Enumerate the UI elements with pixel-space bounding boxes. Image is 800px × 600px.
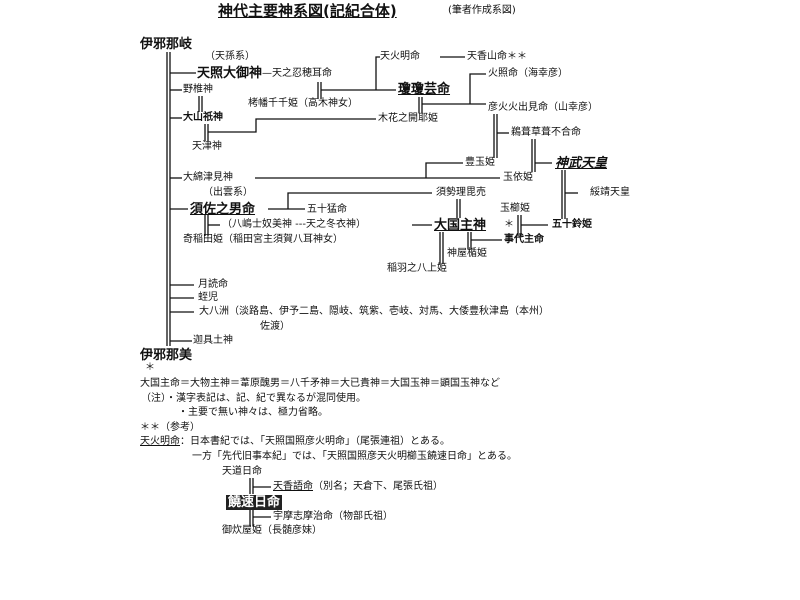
reference-header: ＊＊（参考） (140, 422, 200, 433)
honoakari: 天火明命 (380, 51, 420, 62)
watatsumi: 大綿津見神 (183, 172, 233, 183)
amatsukami: 天津神 (192, 141, 222, 152)
isotakeru: 五十猛命 (307, 204, 347, 215)
hohodemi: 彦火火出見命（山幸彦） (488, 102, 598, 113)
kushinada: 奇稲田姫（稲田宮主須賀八耳神女） (183, 234, 343, 245)
okuninushi: 大国主神 (434, 218, 487, 233)
notes-star: ＊ (145, 362, 155, 373)
susanoo: 須佐之男命 (190, 202, 256, 217)
hoderi: 火照命（海幸彦） (488, 68, 568, 79)
nozuchi: 野椎神 (183, 84, 213, 95)
kamuyatate: 神屋楯姫 (447, 248, 487, 259)
yashima: （八嶋士奴美神 ---天之冬衣神） (222, 219, 367, 230)
sado: 佐渡） (260, 321, 290, 332)
tamayori: 玉依姫 (503, 172, 533, 183)
amanokago: 天香語命 (273, 481, 313, 492)
amaterasu: 天照大御神 (197, 66, 263, 81)
ninigi: 瓊瓊芸命 (398, 82, 451, 97)
mikashikiya: 御炊屋姫（長髄彦妹） (222, 525, 322, 536)
tamakushi: 玉櫛姫 (500, 203, 530, 214)
izanagi: 伊邪那岐 (140, 37, 193, 52)
kotoshiro: 事代主命 (504, 234, 544, 245)
reference-line-2: 一方「先代旧事本紀」では、「天照国照彦天火明櫛玉饒速日命」とある。 (192, 451, 517, 462)
reference-text-1: ：日本書紀では、「天照国照彦火明命」（尾張連祖）とある。 (180, 436, 450, 447)
oyashima: 大八洲（淡路島、伊予二島、隠岐、筑紫、壱岐、対馬、大倭豊秋津島（本州） (199, 306, 549, 317)
amanomichi: 天道日命 (222, 466, 262, 477)
jimmu: 神武天皇 (555, 156, 608, 171)
note-1: （注）・漢字表記は、記、紀で異なるが混同使用。 (141, 393, 366, 404)
diagram-title: 神代主要神系図(記紀合体) (218, 2, 397, 20)
yakami: 稲羽之八上姫 (387, 263, 447, 274)
izanami: 伊邪那美 (140, 348, 193, 363)
tsukuyomi: 月読命 (198, 279, 228, 290)
amanokago-line: 天香語命（別名；天倉下、尾張氏祖） (273, 481, 443, 493)
reference-term: 天火明命 (140, 436, 180, 447)
izumo-label: （出雲系） (203, 187, 253, 198)
konohana: 木花之開耶姫 (378, 113, 438, 124)
suseri: 須勢理毘売 (436, 187, 486, 198)
umashimaji: 宇摩志摩治命（物部氏祖） (273, 511, 393, 522)
kagutsuchi: 迦具土神 (193, 335, 233, 346)
nigihayahi: 饒速日命 (226, 495, 283, 510)
reference-line-1: 天火明命：日本書紀では、「天照国照彦火明命」（尾張連祖）とある。 (140, 436, 450, 448)
author-note: (筆者作成系図) (448, 5, 516, 16)
ugaya: 鵜葺草葺不合命 (511, 127, 581, 138)
oyamatsumi: 大山祇神 (183, 112, 223, 123)
okuninushi-aliases: 大国主命＝大物主神＝葦原醜男＝八千矛神＝大已貴神＝大国玉神＝顕国玉神など (140, 378, 500, 389)
suizei: 綏靖天皇 (590, 187, 630, 198)
oshihomimi: —天之忍穂耳命 (262, 68, 332, 79)
kaguyama: 天香山命＊＊ (467, 51, 527, 62)
isuzu: 五十鈴姫 (552, 219, 592, 230)
note-2: ・主要で無い神々は、極力省略。 (178, 407, 328, 418)
toyotama: 豊玉姫 (465, 157, 495, 168)
tenson-label: （天孫系） (205, 51, 255, 62)
hiruko: 蛭児 (198, 292, 218, 303)
amanokago-alias: （別名；天倉下、尾張氏祖） (313, 481, 443, 492)
takuhata: 栲幡千千姫（高木神女） (248, 98, 358, 109)
star-mark: ＊ (504, 219, 514, 230)
